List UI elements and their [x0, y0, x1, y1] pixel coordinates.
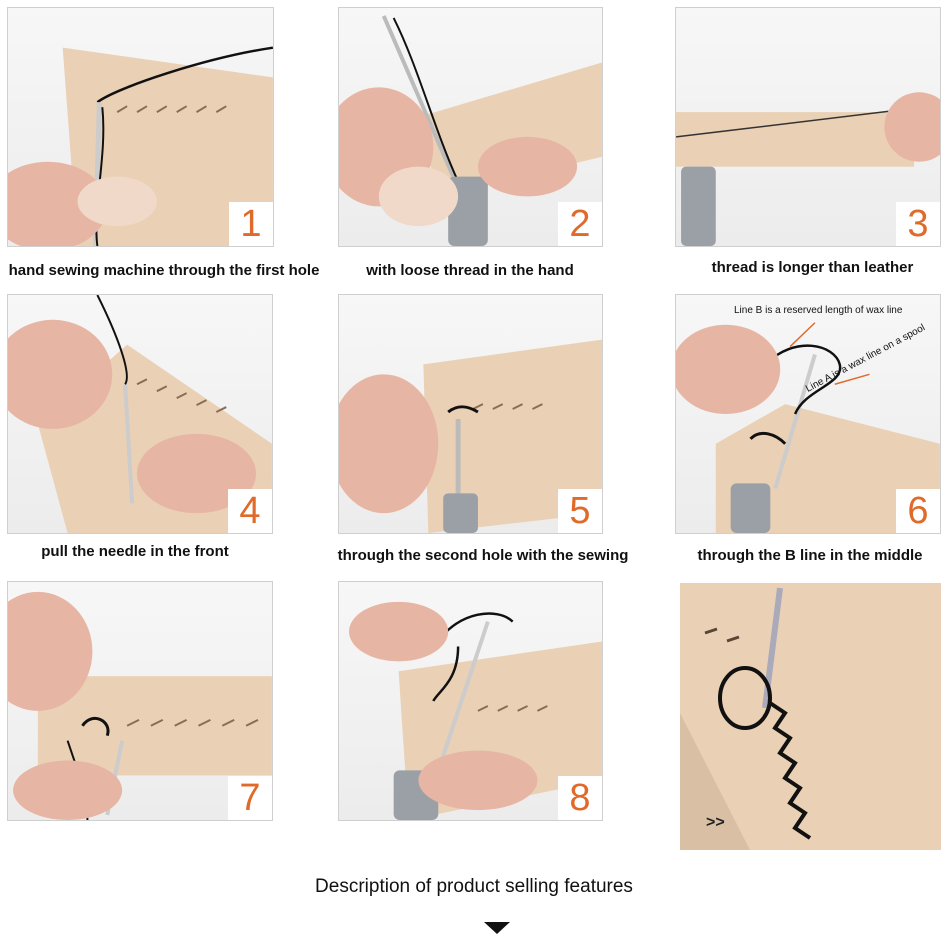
step-number: 4 — [228, 489, 272, 533]
step-number: 7 — [228, 776, 272, 820]
step-3-photo: 3 — [675, 7, 941, 247]
footer-title: Description of product selling features — [315, 876, 633, 897]
step-7-photo: 7 — [7, 581, 273, 821]
step-6-caption: through the B line in the middle — [697, 547, 923, 564]
step-number: 1 — [229, 202, 273, 246]
step-2-caption: with loose thread in the hand — [366, 262, 574, 279]
step-5-caption: through the second hole with the sewing — [337, 547, 629, 564]
step-4-caption: pull the needle in the front — [41, 543, 229, 560]
next-marker: >> — [706, 814, 725, 831]
step-8-photo: 8 — [338, 581, 603, 821]
step-3-caption: thread is longer than leather — [711, 259, 914, 276]
step-4-photo: 4 — [7, 294, 273, 534]
step-number: 6 — [896, 489, 940, 533]
down-arrow-icon — [484, 922, 510, 934]
finished-stitch-photo — [680, 583, 941, 850]
step-6-photo: Line B is a reserved length of wax line … — [675, 294, 941, 534]
step-2-photo: 2 — [338, 7, 603, 247]
step-5-photo: 5 — [338, 294, 603, 534]
annotation-line-b: Line B is a reserved length of wax line — [734, 305, 903, 316]
step-1-caption: hand sewing machine through the first ho… — [8, 262, 320, 279]
step-number: 8 — [558, 776, 602, 820]
step-number: 3 — [896, 202, 940, 246]
step-1-photo: 1 — [7, 7, 274, 247]
step-number: 2 — [558, 202, 602, 246]
step-number: 5 — [558, 489, 602, 533]
